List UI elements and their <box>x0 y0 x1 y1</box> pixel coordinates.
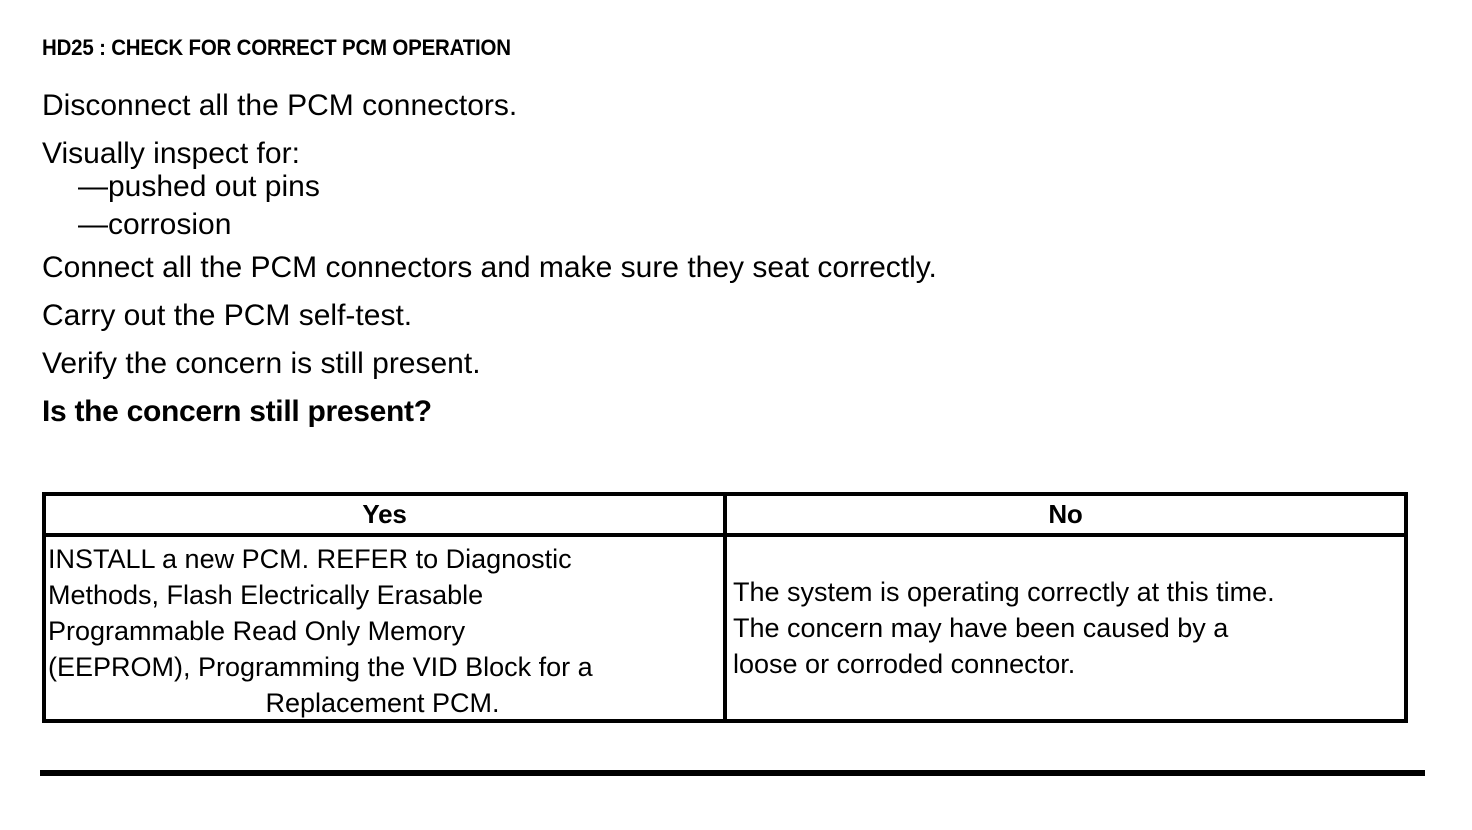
instruction-line-connect: Connect all the PCM connectors and make … <box>42 251 937 284</box>
yes-cell-line-1: INSTALL a new PCM. REFER to Diagnostic <box>48 544 572 574</box>
instruction-list: Disconnect all the PCM connectors. Visua… <box>42 82 1432 436</box>
instruction-line-disconnect: Disconnect all the PCM connectors. <box>42 89 518 122</box>
table-column-divider <box>723 496 727 719</box>
no-cell-line-1: The system is operating correctly at thi… <box>733 577 1275 607</box>
yes-cell-line-3: Programmable Read Only Memory <box>48 616 466 646</box>
table-cell-yes: INSTALL a new PCM. REFER to Diagnostic M… <box>46 537 727 719</box>
table-cell-no: The system is operating correctly at thi… <box>727 537 1404 719</box>
yes-cell-line-2: Methods, Flash Electrically Erasable <box>48 580 484 610</box>
yes-cell-line-5: Replacement PCM. <box>265 688 500 718</box>
step-heading: HD25 : CHECK FOR CORRECT PCM OPERATION <box>42 35 511 60</box>
no-cell-text: The system is operating correctly at thi… <box>727 574 1275 682</box>
instruction-bullet-corrosion: —corrosion <box>78 208 232 241</box>
instruction-bullet-pushed-out-pins: —pushed out pins <box>78 170 320 203</box>
table-header-no: No <box>1048 499 1083 529</box>
instruction-line-self-test: Carry out the PCM self-test. <box>42 299 413 332</box>
table-body-row: INSTALL a new PCM. REFER to Diagnostic M… <box>46 537 1404 719</box>
instruction-line-inspect: Visually inspect for: <box>42 137 300 170</box>
decision-question: Is the concern still present? <box>42 395 432 428</box>
yes-cell-line-4: (EEPROM), Programming the VID Block for … <box>48 652 593 682</box>
no-cell-line-3: loose or corroded connector. <box>733 649 1076 679</box>
page-footer-rule <box>40 770 1425 776</box>
instruction-line-verify: Verify the concern is still present. <box>42 347 481 380</box>
decision-table: Yes No INSTALL a new PCM. REFER to Diagn… <box>42 492 1408 723</box>
table-header-yes: Yes <box>362 499 407 529</box>
no-cell-line-2: The concern may have been caused by a <box>733 613 1229 643</box>
